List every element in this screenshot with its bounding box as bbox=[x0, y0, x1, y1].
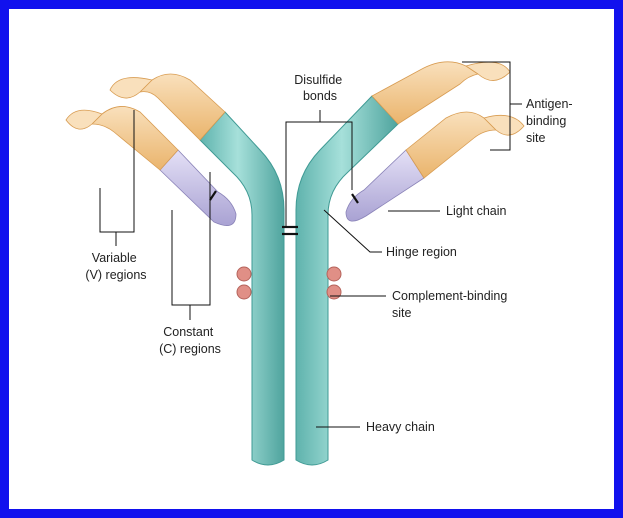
label-variable-regions: Variable (V) regions bbox=[85, 251, 146, 282]
label-hinge-region: Hinge region bbox=[386, 245, 457, 259]
light-variable-right bbox=[406, 112, 496, 178]
light-variable-left bbox=[92, 106, 178, 170]
label-constant-regions: Constant (C) regions bbox=[159, 325, 221, 356]
label-light-chain: Light chain bbox=[446, 204, 507, 218]
label-heavy-chain: Heavy chain bbox=[366, 420, 435, 434]
label-antigen-binding-site: Antigen- binding site bbox=[526, 97, 576, 145]
label-complement-binding-site: Complement-binding site bbox=[392, 289, 511, 320]
label-disulfide-bonds: Disulfide bonds bbox=[294, 73, 345, 103]
antibody-diagram: Disulfide bonds Antigen- binding site Li… bbox=[9, 9, 614, 509]
